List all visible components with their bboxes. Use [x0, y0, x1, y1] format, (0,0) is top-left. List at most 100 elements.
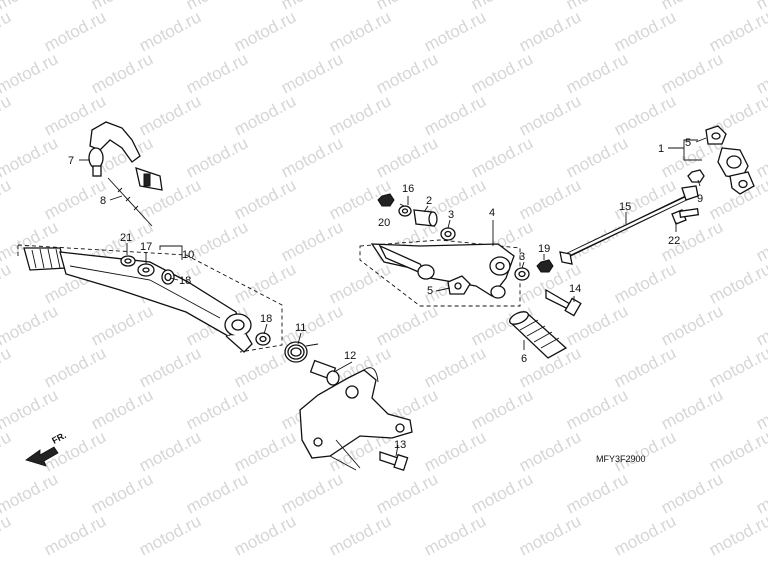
callout-13: 13: [394, 439, 406, 451]
seal-18-part: [161, 269, 175, 285]
callout-15: 15: [619, 201, 631, 213]
watermark-text: motod.ru: [326, 259, 394, 307]
watermark-text: motod.ru: [611, 343, 679, 391]
watermark-text: motod.ru: [88, 469, 156, 517]
watermark-text: motod.ru: [0, 0, 61, 14]
watermark-text: motod.ru: [88, 385, 156, 433]
watermark-text: motod.ru: [611, 91, 679, 139]
watermark-text: motod.ru: [516, 7, 584, 55]
watermark-text: motod.ru: [753, 217, 768, 265]
watermark-text: motod.ru: [0, 385, 61, 433]
watermark-text: motod.ru: [421, 343, 489, 391]
seal-3a-part: [440, 227, 456, 241]
watermark-text: motod.ru: [183, 469, 251, 517]
watermark-text: motod.ru: [231, 259, 299, 307]
watermark-text: motod.ru: [41, 7, 109, 55]
diagram-code: MFY3F2900: [596, 454, 646, 464]
callout-21: 21: [120, 232, 132, 244]
footpeg-rubber-part: [508, 311, 568, 359]
callout-4: 4: [489, 207, 495, 219]
watermark-text: motod.ru: [0, 175, 14, 223]
watermark-text: motod.ru: [563, 385, 631, 433]
shift-arm-part: [359, 239, 521, 307]
callout-5b: 5: [427, 285, 433, 297]
watermark-text: motod.ru: [0, 343, 14, 391]
watermark-text: motod.ru: [88, 49, 156, 97]
watermark-text: motod.ru: [658, 469, 726, 517]
watermark-text: motod.ru: [136, 427, 204, 475]
watermark-text: motod.ru: [278, 301, 346, 349]
nut-20-part: [377, 193, 395, 207]
watermark-text: motod.ru: [706, 427, 768, 475]
watermark-text: motod.ru: [0, 511, 14, 559]
joint-5a-part: [705, 125, 727, 145]
watermark-text: motod.ru: [611, 259, 679, 307]
joint-5b-part: [447, 275, 471, 295]
watermark-text: motod.ru: [88, 301, 156, 349]
callout-12: 12: [344, 350, 356, 362]
watermark-text: motod.ru: [136, 91, 204, 139]
watermark-text: motod.ru: [231, 175, 299, 223]
callout-22: 22: [668, 235, 680, 247]
watermark-text: motod.ru: [0, 91, 14, 139]
watermark-text: motod.ru: [0, 301, 61, 349]
callout-9: 9: [697, 193, 703, 205]
watermark-text: motod.ru: [0, 469, 61, 517]
watermark-text: motod.ru: [563, 133, 631, 181]
callout-17: 17: [140, 241, 152, 253]
watermark-text: motod.ru: [373, 469, 441, 517]
watermark-text: motod.ru: [183, 49, 251, 97]
watermark-text: motod.ru: [516, 511, 584, 559]
watermark-text: motod.ru: [753, 301, 768, 349]
watermark-text: motod.ru: [753, 469, 768, 517]
watermark-text: motod.ru: [611, 511, 679, 559]
watermark-text: motod.ru: [136, 7, 204, 55]
nut-9-part: [687, 169, 705, 183]
watermark-text: motod.ru: [136, 343, 204, 391]
watermark-text: motod.ru: [468, 385, 536, 433]
watermark-text: motod.ru: [136, 511, 204, 559]
watermark-text: motod.ru: [231, 7, 299, 55]
rod-joint-part: [717, 147, 755, 195]
washer-16-part: [398, 205, 412, 217]
callout-18a: 18: [179, 275, 191, 287]
callout-11: 11: [295, 322, 306, 334]
nut-19-part: [536, 259, 554, 273]
callout-16: 16: [402, 183, 414, 195]
watermark-text: motod.ru: [753, 49, 768, 97]
watermark-text: motod.ru: [278, 133, 346, 181]
watermark-text: motod.ru: [0, 259, 14, 307]
watermark-text: motod.ru: [373, 49, 441, 97]
watermark-text: motod.ru: [278, 469, 346, 517]
watermark-text: motod.ru: [373, 133, 441, 181]
callout-3a: 3: [448, 209, 454, 221]
seal-3b-part: [514, 267, 530, 281]
watermark-text: motod.ru: [516, 91, 584, 139]
watermark-text: motod.ru: [658, 385, 726, 433]
callout-6: 6: [521, 353, 527, 365]
callout-8: 8: [100, 195, 106, 207]
watermark-text: motod.ru: [658, 301, 726, 349]
watermark-text: motod.ru: [706, 343, 768, 391]
callout-7: 7: [68, 155, 74, 167]
bolt-13-part: [379, 451, 409, 472]
watermark-text: motod.ru: [231, 91, 299, 139]
bolt-22-part: [671, 208, 700, 225]
watermark-text: motod.ru: [0, 427, 14, 475]
callout-5a: 5: [685, 137, 691, 149]
watermark-text: motod.ru: [326, 7, 394, 55]
watermark-text: motod.ru: [421, 511, 489, 559]
footpeg-bracket-part: [299, 359, 413, 471]
watermark-text: motod.ru: [0, 49, 61, 97]
watermark-text: motod.ru: [516, 175, 584, 223]
callout-leaders: [79, 137, 707, 457]
pedal-lever-part: [17, 244, 283, 353]
watermark-text: motod.ru: [611, 7, 679, 55]
watermark-text: motod.ru: [563, 49, 631, 97]
watermark-text: motod.ru: [421, 91, 489, 139]
adjuster-rod-part: [88, 121, 163, 227]
watermark-text: motod.ru: [183, 385, 251, 433]
watermark-text: motod.ru: [421, 7, 489, 55]
callout-1: 1: [658, 143, 664, 155]
